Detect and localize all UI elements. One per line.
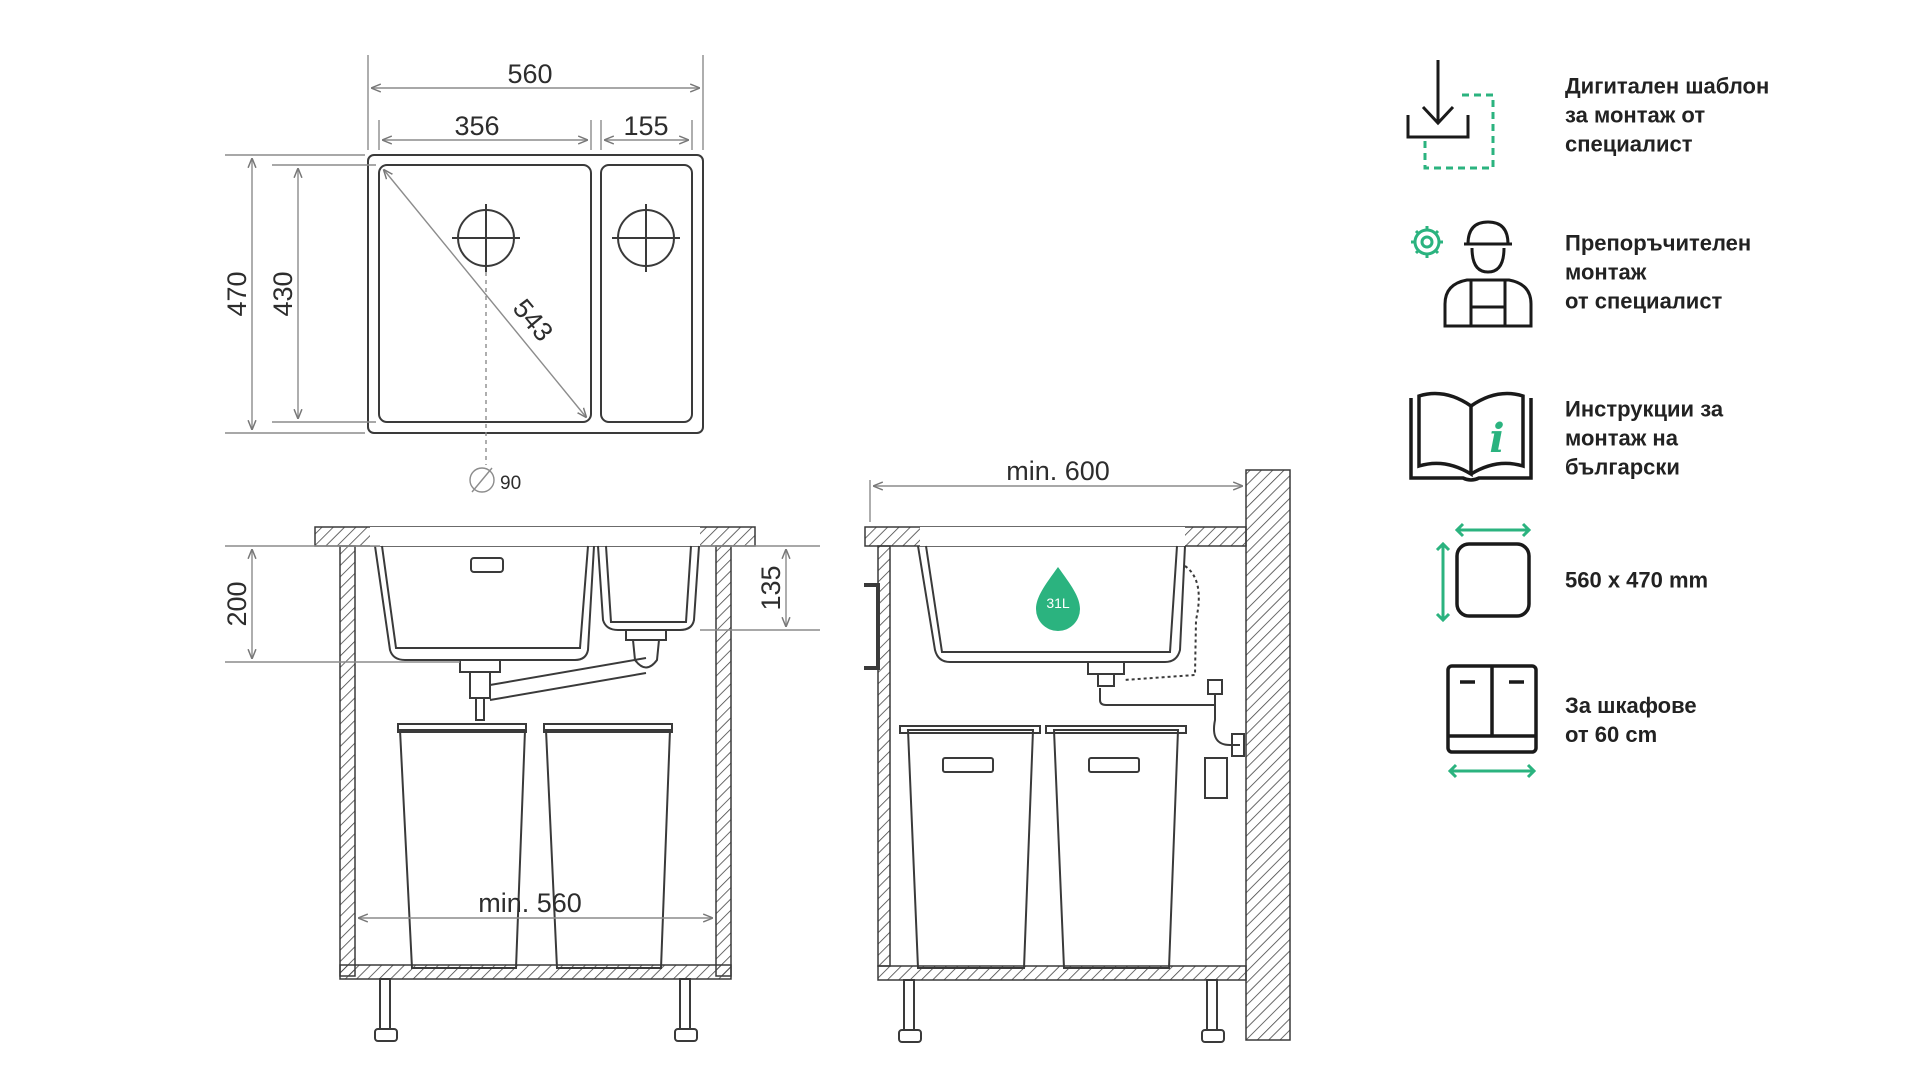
dim-overall-depth: 470	[222, 271, 252, 316]
dim-bowl-depth: 430	[268, 271, 298, 316]
digital-template-icon	[1406, 60, 1495, 170]
dimension-lines-side	[869, 480, 1242, 522]
side-view: 31L	[864, 469, 1291, 1043]
sink-top-view	[367, 154, 704, 434]
feature-line: Препоръчителен	[1565, 230, 1752, 256]
feature-installer: Препоръчителен монтаж от специалист	[1405, 212, 1885, 332]
installer-icon	[1411, 220, 1533, 328]
size-icon	[1435, 522, 1532, 623]
feature-digital-template: Дигитален шаблон за монтаж от специалист	[1405, 55, 1885, 175]
feature-line: специалист	[1565, 131, 1693, 157]
cabinet-icon	[1446, 664, 1538, 779]
front-view	[314, 526, 756, 1042]
feature-line: от 60 cm	[1565, 722, 1658, 747]
feature-size: 560 x 470 mm	[1405, 520, 1885, 640]
dim-bowl-height: 200	[222, 581, 252, 626]
dim-overall-width: 560	[507, 59, 552, 89]
dimension-labels-front: 200 135 min. 560	[222, 565, 786, 918]
feature-cabinet: За шкафове от 60 cm	[1405, 660, 1885, 780]
dim-main-bowl-width: 356	[454, 111, 499, 141]
dim-small-bowl-height: 135	[756, 565, 786, 610]
instruction-book-icon: i	[1409, 391, 1533, 482]
feature-line: За шкафове	[1565, 693, 1697, 718]
feature-line: за монтаж от	[1565, 102, 1706, 128]
sink-volume: 31L	[1046, 595, 1070, 611]
dim-min-cabinet-depth: min. 600	[1006, 456, 1110, 486]
feature-line: от специалист	[1565, 288, 1723, 314]
feature-line: 560 x 470 mm	[1565, 567, 1709, 593]
dim-diagonal: 543	[507, 293, 559, 347]
feature-line: Инструкции за	[1565, 396, 1724, 422]
dim-small-bowl-width: 155	[623, 111, 668, 141]
svg-text:i: i	[1489, 415, 1504, 462]
water-drop-icon	[1036, 567, 1080, 631]
feature-line: Дигитален шаблон	[1565, 73, 1770, 99]
dim-drain-diameter: 90	[500, 473, 521, 494]
feature-line: български	[1565, 454, 1680, 480]
dimension-labels-side: min. 600	[1006, 456, 1110, 486]
feature-line: монтаж	[1565, 259, 1647, 285]
dimension-lines-front	[225, 545, 820, 918]
feature-instructions: i Инструкции за монтаж на български	[1405, 378, 1885, 498]
feature-line: монтаж на	[1565, 425, 1678, 451]
dim-min-cabinet-width: min. 560	[478, 888, 582, 918]
dimension-lines-top	[225, 55, 704, 493]
